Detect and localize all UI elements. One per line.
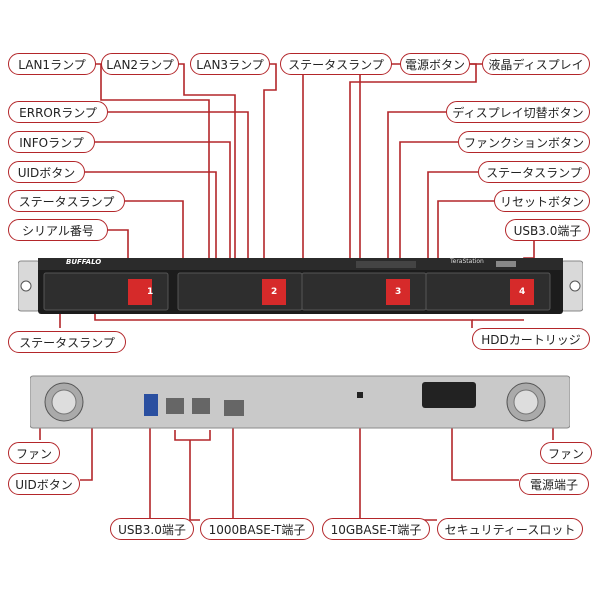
label-error-lamp: ERRORランプ <box>8 101 108 123</box>
front-panel <box>18 258 583 314</box>
label-1000base-t: 1000BASE-T端子 <box>200 518 314 540</box>
label-power-button: 電源ボタン <box>400 53 470 75</box>
label-display-switch-button: ディスプレイ切替ボタン <box>446 101 590 123</box>
bay-number-2: 2 <box>271 287 278 297</box>
bay-number-3: 3 <box>395 287 402 297</box>
brand-logo: BUFFALO <box>66 258 102 266</box>
label-status-lamp-top: ステータスランプ <box>280 53 392 75</box>
bay-number-1: 1 <box>147 287 154 297</box>
label-fan-right: ファン <box>540 442 592 464</box>
bay-number-4: 4 <box>519 287 526 297</box>
label-usb-back: USB3.0端子 <box>110 518 194 540</box>
label-lan1-lamp: LAN1ランプ <box>8 53 96 75</box>
label-lan3-lamp: LAN3ランプ <box>190 53 270 75</box>
label-uid-button-back: UIDボタン <box>8 473 80 495</box>
label-power-connector: 電源端子 <box>519 473 589 495</box>
hdd-bays <box>43 272 551 311</box>
model-name: TeraStation <box>450 258 484 265</box>
label-reset-button: リセットボタン <box>494 190 590 212</box>
back-panel <box>30 375 570 429</box>
label-function-button: ファンクションボタン <box>458 131 590 153</box>
label-security-slot: セキュリティースロット <box>437 518 583 540</box>
label-10gbase-t: 10GBASE-T端子 <box>322 518 430 540</box>
label-usb-front: USB3.0端子 <box>505 219 590 241</box>
label-hdd-cartridge: HDDカートリッジ <box>472 328 590 350</box>
label-uid-button-front: UIDボタン <box>8 161 85 183</box>
label-lcd-display: 液晶ディスプレイ <box>482 53 590 75</box>
label-serial-number: シリアル番号 <box>8 219 108 241</box>
label-status-lamp-bottom: ステータスランプ <box>8 331 126 353</box>
label-status-lamp-left: ステータスランプ <box>8 190 125 212</box>
label-status-lamp-right: ステータスランプ <box>478 161 590 183</box>
label-fan-left: ファン <box>8 442 60 464</box>
label-lan2-lamp: LAN2ランプ <box>101 53 179 75</box>
label-info-lamp: INFOランプ <box>8 131 95 153</box>
